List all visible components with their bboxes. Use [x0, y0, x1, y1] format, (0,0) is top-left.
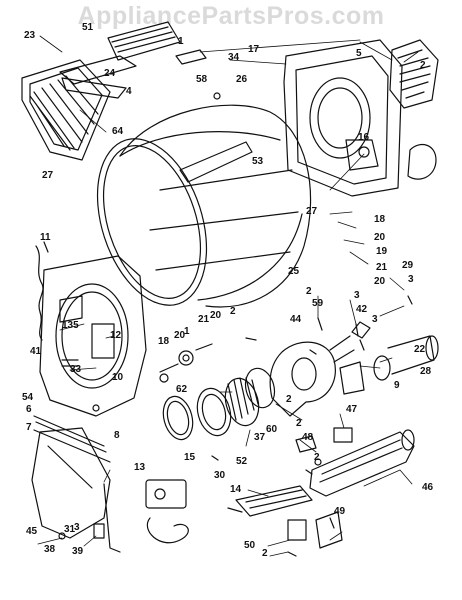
callout-3: 3	[372, 314, 378, 325]
callout-29: 29	[402, 260, 414, 271]
callout-2: 2	[420, 60, 426, 71]
callout-4: 4	[126, 86, 132, 97]
callout-30: 30	[214, 470, 226, 481]
burner-bracket	[227, 485, 313, 517]
screws	[211, 295, 413, 557]
callout-38: 38	[44, 544, 56, 555]
callout-6: 6	[26, 404, 32, 415]
callout-8: 8	[114, 430, 120, 441]
callout-16: 16	[358, 132, 370, 143]
callout-51: 51	[82, 22, 94, 33]
callout-59: 59	[312, 298, 324, 309]
callout-5: 5	[356, 48, 362, 59]
callout-11: 11	[40, 232, 51, 243]
callout-39: 39	[72, 546, 84, 557]
callout-20: 20	[210, 310, 222, 321]
callout-58: 58	[196, 74, 208, 85]
front-rails	[33, 415, 111, 463]
callout-1: 1	[178, 36, 184, 47]
idler-assembly	[159, 343, 213, 383]
wire-harness	[35, 241, 49, 341]
callout-47: 47	[346, 404, 358, 415]
callout-2: 2	[314, 452, 320, 463]
callout-33: 33	[70, 364, 82, 375]
hardware-kit	[145, 479, 189, 544]
callout-2: 2	[286, 394, 292, 405]
callout-2: 2	[306, 286, 312, 297]
callout-49: 49	[334, 506, 346, 517]
callout-22: 22	[414, 344, 426, 355]
callout-25: 25	[288, 266, 300, 277]
callout-3: 3	[354, 290, 360, 301]
callout-31: 31	[64, 524, 76, 535]
rear-bulkhead	[283, 39, 437, 197]
thermostat-parts	[295, 427, 353, 466]
callout-20: 20	[374, 232, 386, 243]
callout-2: 2	[296, 418, 302, 429]
callout-60: 60	[266, 424, 278, 435]
blower-seal-rings	[162, 367, 276, 441]
drum	[96, 92, 312, 308]
callout-62: 62	[176, 384, 188, 395]
watermark: AppliancePartsPros.com	[77, 2, 385, 30]
callout-34: 34	[228, 52, 240, 63]
callout-44: 44	[290, 314, 302, 325]
callout-18: 18	[158, 336, 170, 347]
callout-13: 13	[134, 462, 146, 473]
callout-28: 28	[420, 366, 432, 377]
callout-2: 2	[262, 548, 268, 559]
callout-53: 53	[252, 156, 264, 167]
callout-2: 2	[230, 306, 236, 317]
leader-lines	[37, 35, 419, 557]
callout-46: 46	[422, 482, 434, 493]
exhaust-duct	[339, 321, 439, 395]
callout-14: 14	[230, 484, 242, 495]
callout-9: 9	[394, 380, 400, 391]
callout-26: 26	[236, 74, 248, 85]
callout-15: 15	[184, 452, 196, 463]
callout-135: 135	[62, 320, 79, 331]
callout-21: 21	[198, 314, 210, 325]
lint-screen	[21, 59, 111, 161]
callout-3: 3	[408, 274, 414, 285]
callout-21: 21	[376, 262, 388, 273]
toe-panel	[31, 427, 121, 553]
callout-3: 3	[74, 522, 80, 533]
callout-20: 20	[174, 330, 186, 341]
callout-7: 7	[26, 422, 32, 433]
callout-12: 12	[110, 330, 122, 341]
callout-23: 23	[24, 30, 36, 41]
callout-10: 10	[112, 372, 124, 383]
front-panel	[39, 255, 147, 417]
top-grille-bracket	[59, 21, 207, 99]
heater-duct	[309, 429, 415, 497]
vent-grille	[389, 39, 439, 109]
callout-27: 27	[42, 170, 54, 181]
callout-52: 52	[236, 456, 248, 467]
callout-45: 45	[26, 526, 38, 537]
callout-48: 48	[302, 432, 314, 443]
callout-27: 27	[306, 206, 318, 217]
callout-64: 64	[112, 126, 124, 137]
callout-1: 1	[184, 326, 190, 337]
blower-wheel	[224, 377, 260, 427]
part-linework	[21, 21, 439, 557]
callout-54: 54	[22, 392, 34, 403]
callout-20: 20	[374, 276, 386, 287]
callout-17: 17	[248, 44, 260, 55]
callout-19: 19	[376, 246, 388, 257]
lower-brackets	[287, 511, 343, 549]
callout-37: 37	[254, 432, 266, 443]
callout-42: 42	[356, 304, 368, 315]
callout-50: 50	[244, 540, 256, 551]
blower-housing	[269, 335, 355, 417]
callout-24: 24	[104, 68, 116, 79]
callout-18: 18	[374, 214, 386, 225]
callout-41: 41	[30, 346, 42, 357]
